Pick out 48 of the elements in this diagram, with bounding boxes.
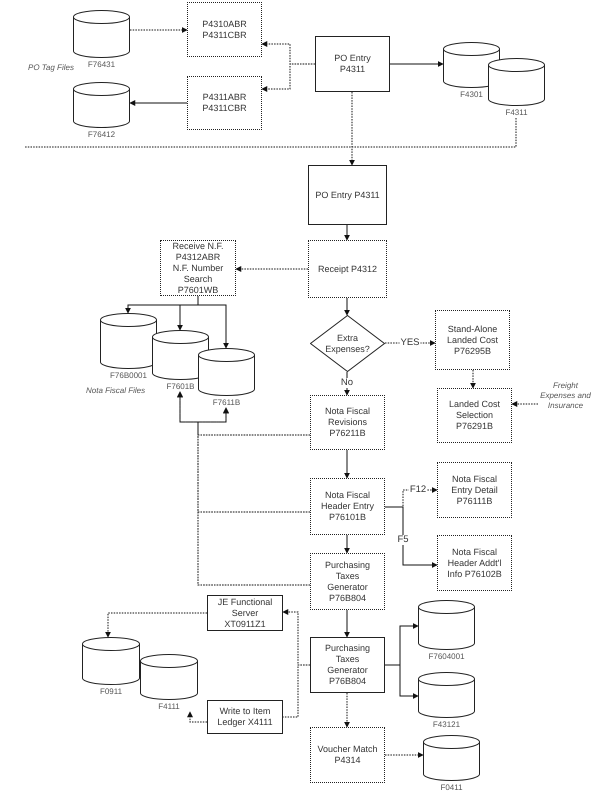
decision-diamond: Extra Expenses? — [310, 315, 385, 372]
dotted-arrow — [349, 92, 355, 166]
arrow — [344, 534, 350, 554]
process-box: P4311ABR P4311CBR — [187, 76, 262, 130]
annotation-text: Freight Expenses and Insurance — [538, 376, 593, 416]
arrow — [344, 372, 350, 396]
dotted-arrow — [384, 752, 424, 758]
process-box: Nota Fiscal Revisions P76211B — [310, 395, 385, 450]
process-box: Nota Fiscal Entry Detail P76111B — [437, 462, 512, 518]
arrow — [344, 224, 350, 241]
arrow — [390, 61, 444, 67]
dotted-arrow — [235, 266, 308, 272]
process-box: JE Functional Server XT0911Z1 — [207, 595, 283, 631]
arrow — [384, 506, 438, 568]
arrow — [344, 298, 350, 316]
edge-label: YES — [400, 338, 420, 348]
process-box: P4310ABR P4311CBR — [187, 2, 262, 57]
process-box: Landed Cost Selection P76291B — [437, 388, 512, 443]
process-box: Receipt P4312 — [308, 240, 387, 298]
dotted-arrow — [198, 407, 310, 586]
note-text: Nota Fiscal Files — [86, 386, 146, 395]
dotted-arrow — [511, 401, 538, 407]
edge-label: F5 — [396, 535, 410, 545]
dotted-arrow — [384, 340, 436, 346]
process-box: Nota Fiscal Header Addt'l Info P76102B — [437, 535, 512, 591]
process-box: PO Entry P4311 — [308, 165, 387, 225]
edge-label: F12 — [408, 485, 428, 495]
dotted-arrow — [187, 711, 208, 722]
process-box: Receive N.F. P4312ABR N.F. Number Search P7601WB — [160, 240, 236, 296]
process-box: Voucher Match P4314 — [310, 727, 385, 783]
process-box: Stand-Alone Landed Cost P76295B — [435, 310, 510, 370]
dotted-arrow — [470, 370, 476, 389]
process-box: Nota Fiscal Header Entry P76101B — [310, 478, 385, 535]
dotted-arrow — [105, 612, 208, 638]
arrow — [344, 610, 350, 638]
edge-label: No — [340, 378, 354, 388]
process-box: PO Entry P4311 — [315, 36, 390, 92]
arrow — [384, 664, 419, 699]
arrow — [344, 450, 350, 479]
dotted-arrow — [344, 692, 350, 728]
dotted-arrow — [261, 64, 316, 92]
process-box: Purchasing Taxes Generator P76B804 — [310, 637, 385, 693]
process-box: Purchasing Taxes Generator P76B804 — [310, 553, 385, 610]
process-box: Write to Item Ledger X4111 — [207, 700, 283, 734]
arrow — [129, 100, 188, 106]
arrow — [198, 296, 229, 349]
dotted-arrow — [130, 27, 188, 33]
note-text: PO Tag Files — [28, 63, 74, 72]
